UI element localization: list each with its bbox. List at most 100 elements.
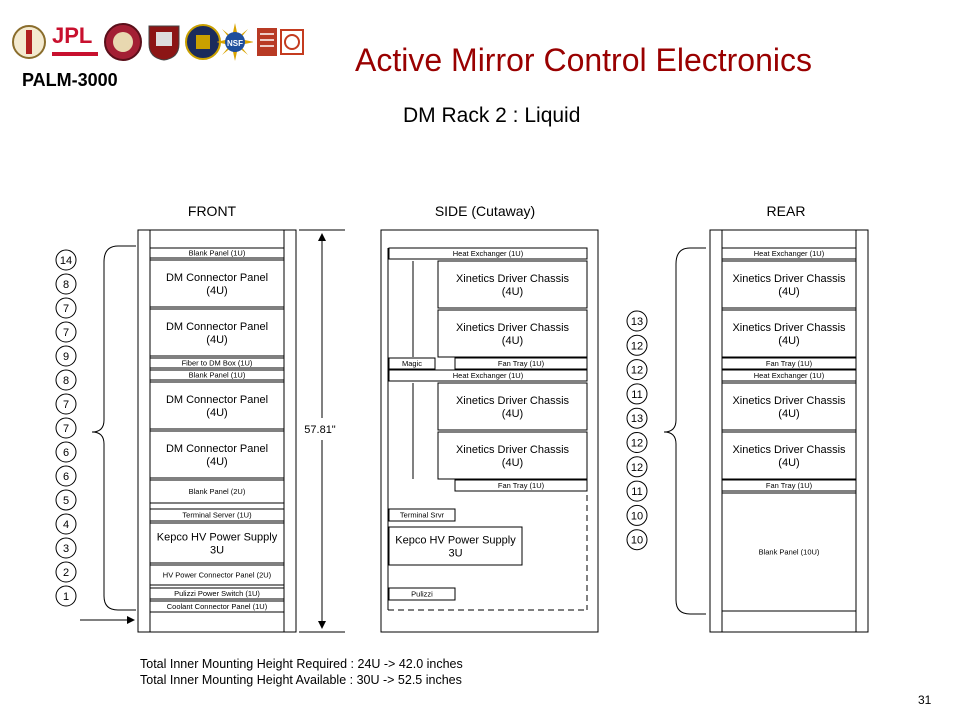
connector-number-label: 7 [63, 399, 69, 411]
panel-label: (4U) [502, 457, 523, 469]
panel-label: Kepco HV Power Supply [157, 531, 278, 543]
panel-label: Blank Panel (1U) [189, 249, 246, 258]
panel-label: DM Connector Panel [166, 443, 268, 455]
rear-rack-panel: Xinetics Driver Chassis(4U) [721, 431, 857, 480]
page-number: 31 [918, 693, 932, 707]
panel-label: Coolant Connector Panel (1U) [167, 602, 268, 611]
connector-number-label: 12 [631, 438, 643, 450]
museum-logo [256, 22, 278, 62]
connector-number-label: 7 [63, 303, 69, 315]
panel-label: (4U) [778, 335, 799, 347]
front-connector-number: 6 [55, 441, 77, 463]
panel-label: DM Connector Panel [166, 394, 268, 406]
rear-connector-number: 12 [626, 432, 648, 453]
rear-rack-panel: Fan Tray (1U) [721, 357, 857, 370]
panel-label: Magic [402, 359, 422, 368]
connector-number-label: 12 [631, 462, 643, 474]
panel-label: Fan Tray (1U) [766, 359, 813, 368]
front-connector-number: 6 [55, 465, 77, 487]
connector-number-label: 13 [631, 413, 643, 425]
front-header: FRONT [187, 203, 237, 219]
panel-label: 3U [210, 544, 224, 556]
front-connector-number: 1 [55, 585, 77, 607]
front-connector-number: 7 [55, 417, 77, 439]
connector-number-label: 2 [63, 567, 69, 579]
front-brace [91, 245, 136, 611]
connector-number-label: 1 [63, 591, 69, 603]
connector-number-label: 6 [63, 471, 69, 483]
front-rack-frame [137, 229, 297, 633]
front-rack-panel: Fiber to DM Box (1U) [149, 357, 285, 369]
panel-label: Heat Exchanger (1U) [453, 371, 524, 380]
nsf-logo-text: NSF [227, 39, 243, 48]
side-rack-panel: Heat Exchanger (1U) [388, 369, 588, 382]
side-rack-panel: Terminal Srvr [388, 508, 456, 522]
panel-label: Xinetics Driver Chassis [732, 322, 846, 334]
front-connector-number: 3 [55, 537, 77, 559]
note-available-height: Total Inner Mounting Height Available : … [140, 673, 462, 687]
side-header: SIDE (Cutaway) [434, 203, 536, 219]
rear-rack-panel: Heat Exchanger (1U) [721, 247, 857, 260]
front-connector-number: 5 [55, 489, 77, 511]
note-required-height: Total Inner Mounting Height Required : 2… [140, 657, 463, 671]
panel-label: Fan Tray (1U) [498, 481, 545, 490]
panel-label: Heat Exchanger (1U) [754, 371, 825, 380]
connector-number-label: 11 [631, 389, 642, 401]
front-connector-number: 8 [55, 273, 77, 295]
panel-label: (4U) [206, 285, 227, 297]
panel-label: (4U) [206, 334, 227, 346]
panel-label: (4U) [502, 286, 523, 298]
rear-connector-number: 11 [626, 480, 648, 502]
rear-connector-number: 12 [626, 359, 648, 381]
panel-label: Pulizzi [411, 590, 433, 599]
rear-rack-panel: Xinetics Driver Chassis(4U) [721, 382, 857, 431]
panel-label: (4U) [778, 457, 799, 469]
connector-number-label: 6 [63, 447, 69, 459]
panel-label: Blank Panel (10U) [759, 548, 820, 557]
connector-number-label: 12 [631, 340, 643, 352]
connector-number-label: 14 [60, 255, 72, 267]
panel-label: (4U) [502, 408, 523, 420]
rear-rack-panel: Blank Panel (10U) [721, 492, 857, 612]
rear-header: REAR [766, 203, 806, 219]
panel-label: Fan Tray (1U) [498, 359, 545, 368]
side-rack-panel: Pulizzi [388, 587, 456, 601]
connector-number-label: 7 [63, 327, 69, 339]
panel-label: (4U) [778, 408, 799, 420]
side-rack-panel: Xinetics Driver Chassis(4U) [437, 309, 588, 358]
connector-number-label: 12 [631, 365, 643, 377]
connector-number-label: 9 [63, 351, 69, 363]
front-rack-panel: Coolant Connector Panel (1U) [149, 600, 285, 613]
connector-number-label: 3 [63, 543, 69, 555]
side-rack-panel: Xinetics Driver Chassis(4U) [437, 382, 588, 431]
rear-connector-number: 12 [626, 456, 648, 478]
connector-number-label: 7 [63, 423, 69, 435]
project-name: PALM-3000 [22, 70, 118, 90]
panel-label: Xinetics Driver Chassis [456, 444, 570, 456]
university-seal-logo [104, 22, 142, 62]
connector-number-label: 10 [631, 535, 643, 547]
emblem-logo [280, 22, 304, 62]
panel-label: (4U) [206, 456, 227, 468]
front-connector-number: 7 [55, 321, 77, 343]
jpl-logo: JPL [52, 22, 102, 62]
side-rack-panel: Xinetics Driver Chassis(4U) [437, 260, 588, 309]
front-rack-panel: DM Connector Panel(4U) [149, 381, 285, 430]
connector-number-label: 10 [631, 510, 643, 522]
panel-label: (4U) [206, 407, 227, 419]
panel-label: Blank Panel (1U) [189, 371, 246, 380]
front-rack-panel: Blank Panel (1U) [149, 369, 285, 381]
height-dimension-label: 57.81" [304, 424, 336, 436]
panel-label: Heat Exchanger (1U) [453, 249, 524, 258]
panel-label: DM Connector Panel [166, 321, 268, 333]
panel-label: 3U [448, 547, 462, 559]
side-rack-frame [380, 229, 599, 633]
side-rack-panel: Fan Tray (1U) [454, 357, 588, 370]
front-connector-number: 8 [55, 369, 77, 391]
rear-rack-panel: Heat Exchanger (1U) [721, 369, 857, 382]
front-connector-number: 7 [55, 297, 77, 319]
panel-label: Xinetics Driver Chassis [456, 322, 570, 334]
panel-label: Heat Exchanger (1U) [754, 249, 825, 258]
rear-connector-number: 13 [626, 407, 648, 429]
